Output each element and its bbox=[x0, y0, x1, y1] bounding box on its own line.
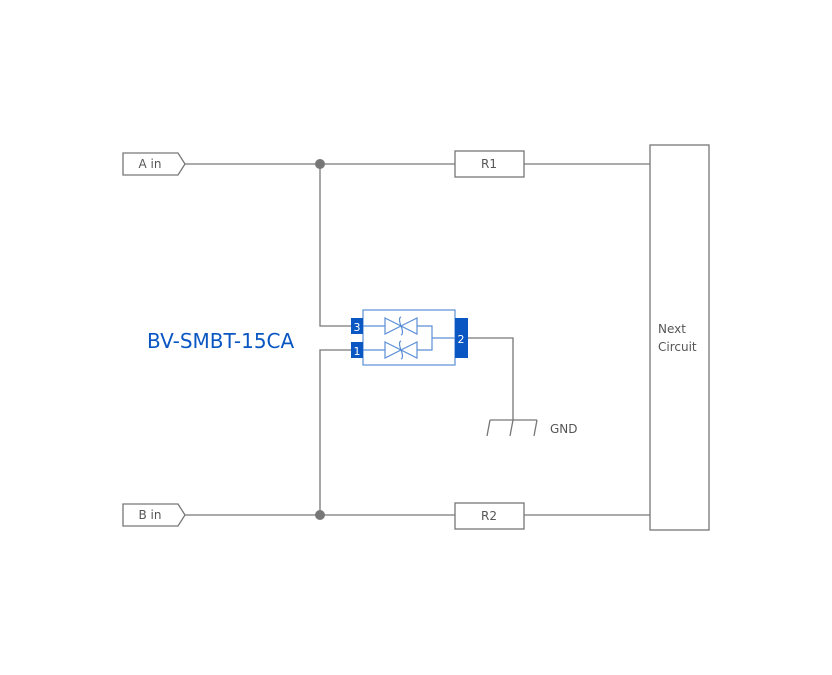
pin-1-label: 1 bbox=[354, 345, 361, 358]
b-in-label: B in bbox=[139, 508, 162, 522]
next-circuit-box: Next Circuit bbox=[649, 144, 710, 531]
wire-a-to-pin3 bbox=[319, 164, 352, 327]
pin-1 bbox=[351, 342, 363, 358]
pin-3-label: 3 bbox=[354, 321, 361, 334]
tvs-device: 3 1 2 bbox=[351, 309, 468, 366]
next-circuit-line2: Circuit bbox=[658, 340, 697, 354]
wire-b-to-pin1 bbox=[319, 349, 352, 515]
wire-to-ground bbox=[468, 337, 514, 420]
pin-2-label: 2 bbox=[458, 333, 465, 346]
pin-3 bbox=[351, 318, 363, 334]
a-in-port: A in bbox=[122, 152, 186, 176]
a-in-label: A in bbox=[139, 157, 162, 171]
next-circuit-line1: Next bbox=[658, 322, 686, 336]
resistor-r2: R2 bbox=[454, 502, 525, 530]
r1-label: R1 bbox=[481, 157, 497, 171]
pin-2 bbox=[455, 318, 468, 358]
gnd-label: GND bbox=[550, 422, 578, 436]
r2-label: R2 bbox=[481, 509, 497, 523]
resistor-r1: R1 bbox=[454, 150, 525, 178]
b-in-port: B in bbox=[122, 503, 186, 527]
part-number-label: BV-SMBT-15CA bbox=[147, 329, 295, 353]
ground-icon bbox=[486, 419, 538, 437]
